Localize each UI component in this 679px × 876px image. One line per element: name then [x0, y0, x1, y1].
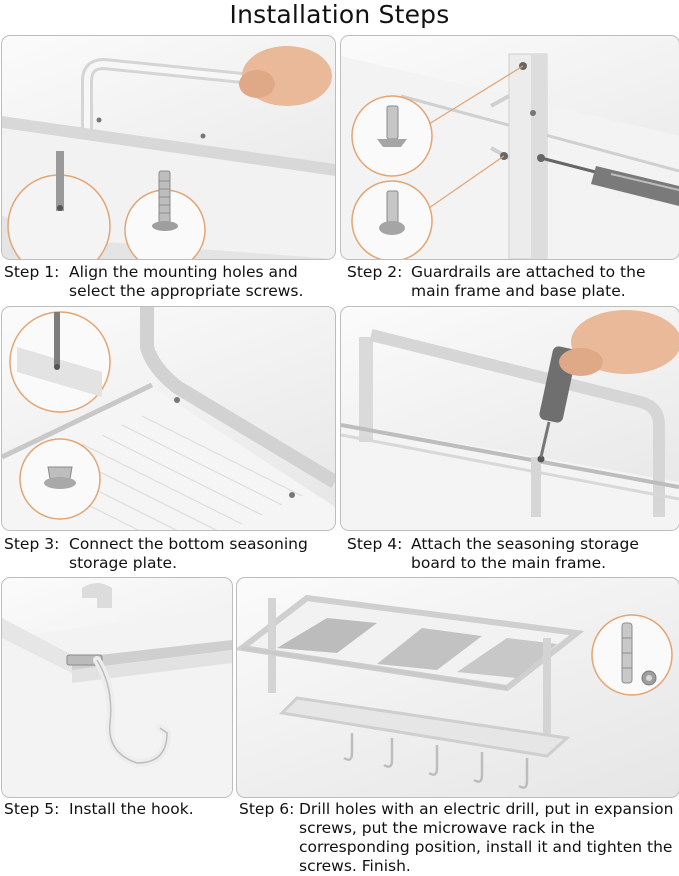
- step-3-caption: Step 3: Connect the bottom seasoning sto…: [4, 535, 334, 575]
- step-text: Connect the bottom seasoning storage pla…: [69, 535, 308, 572]
- step-text: Attach the seasoning storage board to th…: [411, 535, 639, 572]
- step-label: Step 2:: [347, 263, 403, 281]
- screw-icon: [44, 466, 76, 489]
- step-label: Step 4:: [347, 535, 403, 553]
- step-6-caption: Step 6: Drill holes with an electric dri…: [239, 800, 679, 875]
- page-title: Installation Steps: [229, 0, 450, 29]
- step-text: Install the hook.: [69, 800, 194, 818]
- hook-icon: [66, 654, 172, 768]
- step-3-image: [1, 306, 336, 531]
- step-4-caption: Step 4: Attach the seasoning storage boa…: [347, 535, 677, 575]
- hook-icon: [343, 733, 529, 789]
- hand-icon: [559, 310, 679, 376]
- step-label: Step 6:: [239, 800, 295, 818]
- step-4-image: [340, 306, 679, 531]
- step-1-illustration: [2, 46, 335, 259]
- step-text: Guardrails are attached to the main fram…: [411, 263, 646, 300]
- hand-icon: [239, 46, 332, 106]
- screw-icon: [152, 170, 178, 231]
- step-5-illustration: [2, 583, 232, 797]
- step-3-illustration: [2, 307, 335, 530]
- step-1-caption: Step 1: Align the mounting holes and sel…: [4, 263, 334, 303]
- step-6-image: [236, 577, 679, 798]
- step-2-illustration: [341, 53, 679, 259]
- step-5-caption: Step 5: Install the hook.: [4, 800, 234, 840]
- screw-icon: [377, 105, 407, 235]
- step-6-illustration: [237, 594, 673, 789]
- microwave-rack-icon: [237, 594, 585, 758]
- step-5-image: [1, 577, 233, 798]
- step-1-image: [1, 35, 336, 260]
- step-label: Step 1:: [4, 263, 60, 281]
- step-label: Step 5:: [4, 800, 60, 818]
- screwdriver-icon: [540, 156, 679, 206]
- step-2-caption: Step 2: Guardrails are attached to the m…: [347, 263, 677, 303]
- step-4-illustration: [341, 310, 679, 530]
- step-2-image: [340, 35, 679, 260]
- step-label: Step 3:: [4, 535, 60, 553]
- expansion-screw-icon: [621, 622, 657, 686]
- step-text: Align the mounting holes and select the …: [69, 263, 304, 300]
- step-text: Drill holes with an electric drill, put …: [299, 800, 674, 875]
